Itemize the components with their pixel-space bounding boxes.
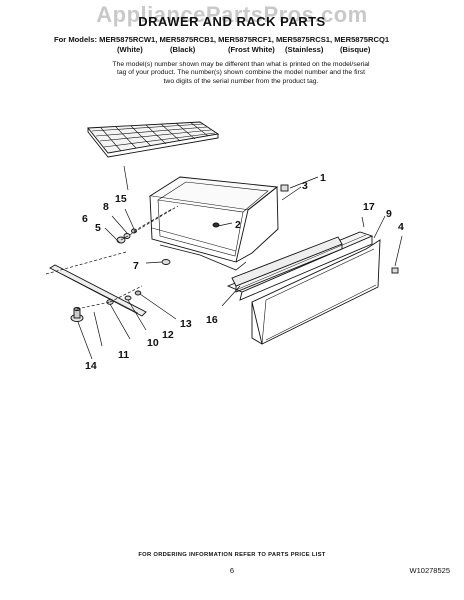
- callout-7: 7: [133, 260, 139, 272]
- callout-11: 11: [118, 349, 129, 361]
- model-note: The model(s) number shown may be differe…: [112, 61, 370, 85]
- finish-label: (Frost White): [228, 45, 275, 54]
- callout-17: 17: [363, 201, 375, 213]
- callout-2: 2: [235, 219, 241, 231]
- watermark: AppliancePartsPros.com: [96, 2, 368, 27]
- page-title: DRAWER AND RACK PARTS: [138, 14, 326, 29]
- leader-lines: [77, 165, 403, 360]
- callout-14: 14: [85, 360, 97, 372]
- lower-rail: [49, 264, 147, 317]
- finish-label: (White): [117, 45, 143, 54]
- drawer-front-trim: [231, 236, 343, 293]
- callout-3: 3: [302, 180, 308, 192]
- document-part-number: W10278525: [409, 566, 450, 575]
- callout-1: 1: [320, 172, 326, 184]
- ordering-footer: FOR ORDERING INFORMATION REFER TO PARTS …: [138, 552, 326, 558]
- callout-16: 16: [206, 314, 218, 326]
- finish-label: (Bisque): [340, 45, 371, 54]
- oven-rack: [87, 121, 220, 158]
- drawer-front-panel: [251, 239, 381, 345]
- callout-labels: 1 2 3 4 5 6 7 8 9 10 11 12 13 14 15 16 1…: [82, 172, 404, 372]
- models-line: For Models: MER5875RCW1, MER5875RCB1, ME…: [54, 35, 390, 44]
- drawer-pan: [148, 176, 279, 271]
- drawer-slide-rail: [226, 231, 374, 301]
- callout-6: 6: [82, 213, 88, 225]
- assembly-lines: [45, 205, 179, 310]
- callout-12: 12: [162, 329, 174, 341]
- finish-label: (Stainless): [285, 45, 324, 54]
- callout-9: 9: [386, 208, 392, 220]
- callout-13: 13: [180, 318, 192, 330]
- callout-5: 5: [95, 222, 101, 234]
- callout-4: 4: [398, 221, 404, 233]
- finish-label: (Black): [170, 45, 196, 54]
- callout-8: 8: [103, 201, 109, 213]
- callout-10: 10: [147, 337, 159, 349]
- page-number: 6: [229, 566, 235, 575]
- finishes-row: (White) (Black) (Frost White) (Stainless) (B…: [117, 45, 457, 54]
- callout-15: 15: [115, 193, 127, 205]
